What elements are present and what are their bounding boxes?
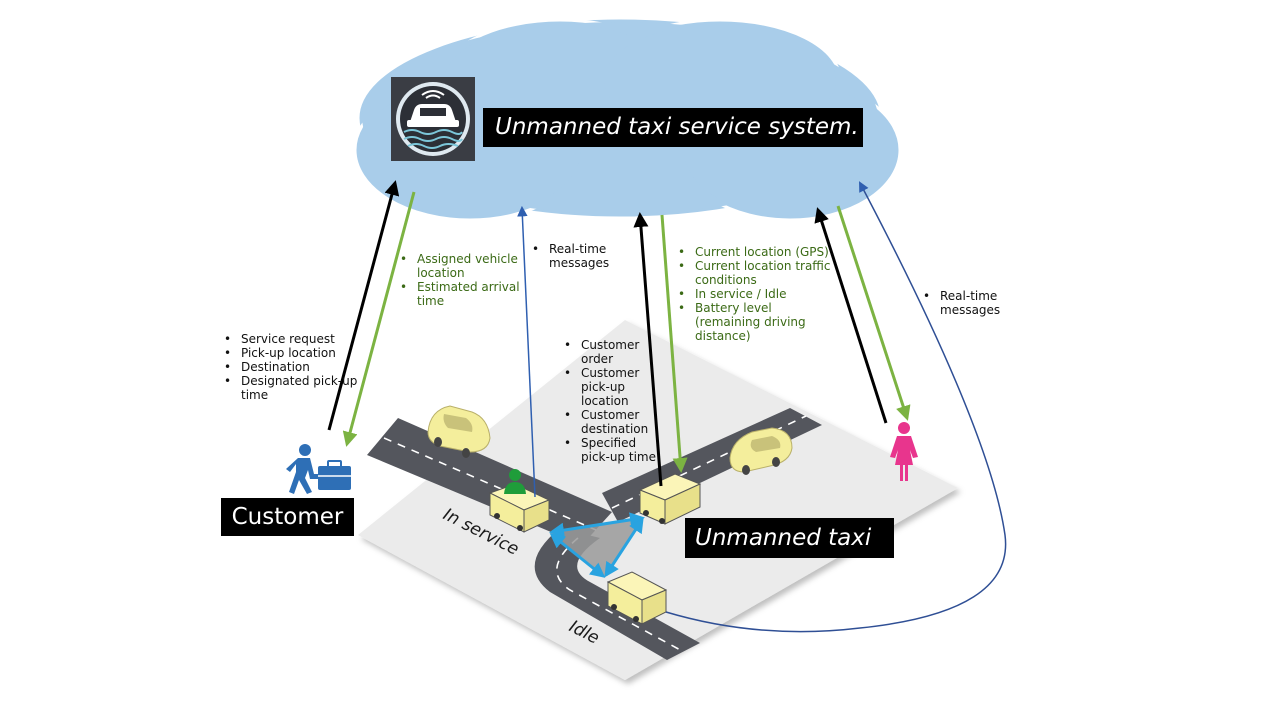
unmanned-taxi-label: Unmanned taxi [685,518,894,558]
list-item: Assigned vehicle location [398,252,528,280]
taxi-idle [606,571,668,625]
system-title: Unmanned taxi service system. [483,108,863,147]
arrow-realtime-idle [665,181,1007,633]
dispatch-triangle [549,512,645,578]
passenger-icon [504,469,526,494]
list-item: Specified pick-up time [562,436,658,464]
system-to-taxi-list: Customer order Customer pick-up location… [562,338,658,464]
list-item: Current location traffic conditions [676,259,840,287]
list-item: Real-time messages [530,242,610,270]
list-item: Customer order [562,338,658,366]
realtime-messages-left: Real-time messages [530,242,610,270]
list-item: Battery level (remaining driving distanc… [676,301,840,343]
realtime-messages-right: Real-time messages [921,289,1003,317]
list-item: Estimated arrival time [398,280,528,308]
car-right [729,427,793,475]
system-to-customer-list: Assigned vehicle location Estimated arri… [398,252,528,308]
taxi-in-service [488,483,551,533]
list-item: Service request [222,332,362,346]
arrow-system-to-woman [836,205,911,421]
list-item: Destination [222,360,362,374]
businessman-icon [286,444,351,494]
car-top-left [427,405,491,458]
list-item: Customer destination [562,408,658,436]
woman-icon [890,422,918,481]
customer-request-list: Service request Pick-up location Destina… [222,332,362,402]
list-item: Designated pick-up time [222,374,362,402]
list-item: In service / Idle [676,287,840,301]
taxi-status-list: Current location (GPS) Current location … [676,245,840,343]
taxi-logo-icon [391,77,475,161]
list-item: Pick-up location [222,346,362,360]
arrow-system-to-taxi [660,214,688,473]
customer-label: Customer [221,498,354,536]
list-item: Real-time messages [921,289,1003,317]
arrow-system-to-customer [342,191,416,447]
list-item: Current location (GPS) [676,245,840,259]
taxi-dispatched [638,473,702,525]
list-item: Customer pick-up location [562,366,658,408]
